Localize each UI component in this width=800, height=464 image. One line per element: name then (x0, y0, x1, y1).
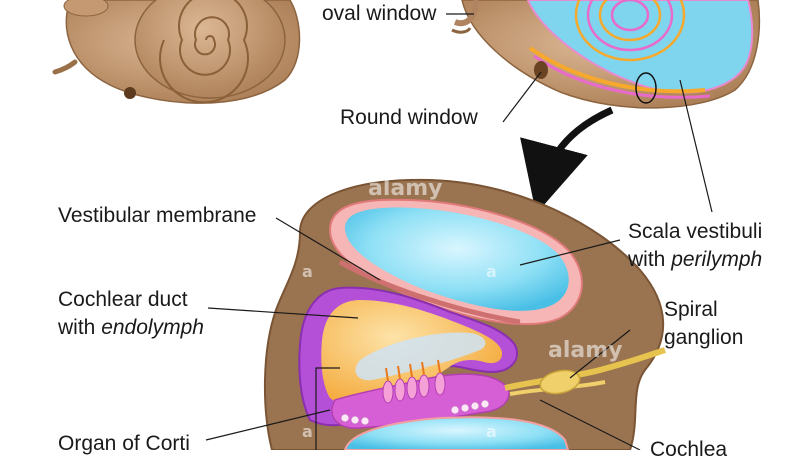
leader-lines-section (205, 217, 641, 451)
cutaway-cochlea (451, 0, 761, 109)
label-organ-of-corti: Organ of Corti (58, 432, 190, 455)
watermark-a-3: a (486, 262, 497, 281)
watermark-a-5: a (486, 422, 497, 441)
watermark-a-2: a (302, 262, 313, 281)
label-round-window: Round window (340, 106, 478, 129)
cochlea-cross-section (263, 178, 666, 451)
label-cochlear-duct: Cochlear duct with endolymph (58, 288, 204, 339)
label-scala-vestibuli: Scala vestibuli with perilymph (628, 220, 763, 271)
watermark-a-4: a (302, 422, 313, 441)
diagram-canvas (52, 0, 761, 451)
watermark-alamy-top: alamy (368, 176, 443, 201)
snail-cochlea-exterior (52, 0, 301, 104)
label-cochlear-nerve: Cochlea (650, 438, 728, 461)
cochlea-diagram: oval window Round window Vestibular memb… (52, 0, 763, 461)
watermark-alamy-right: alamy (548, 338, 623, 363)
watermark-a-1: a (140, 96, 150, 112)
magnify-arrow (520, 106, 614, 214)
label-oval-window: oval window (322, 2, 437, 25)
leader-lines-top (446, 13, 713, 213)
label-spiral-ganglion: Spiral ganglion (664, 298, 744, 349)
label-vestibular-membrane: Vestibular membrane (58, 204, 257, 227)
